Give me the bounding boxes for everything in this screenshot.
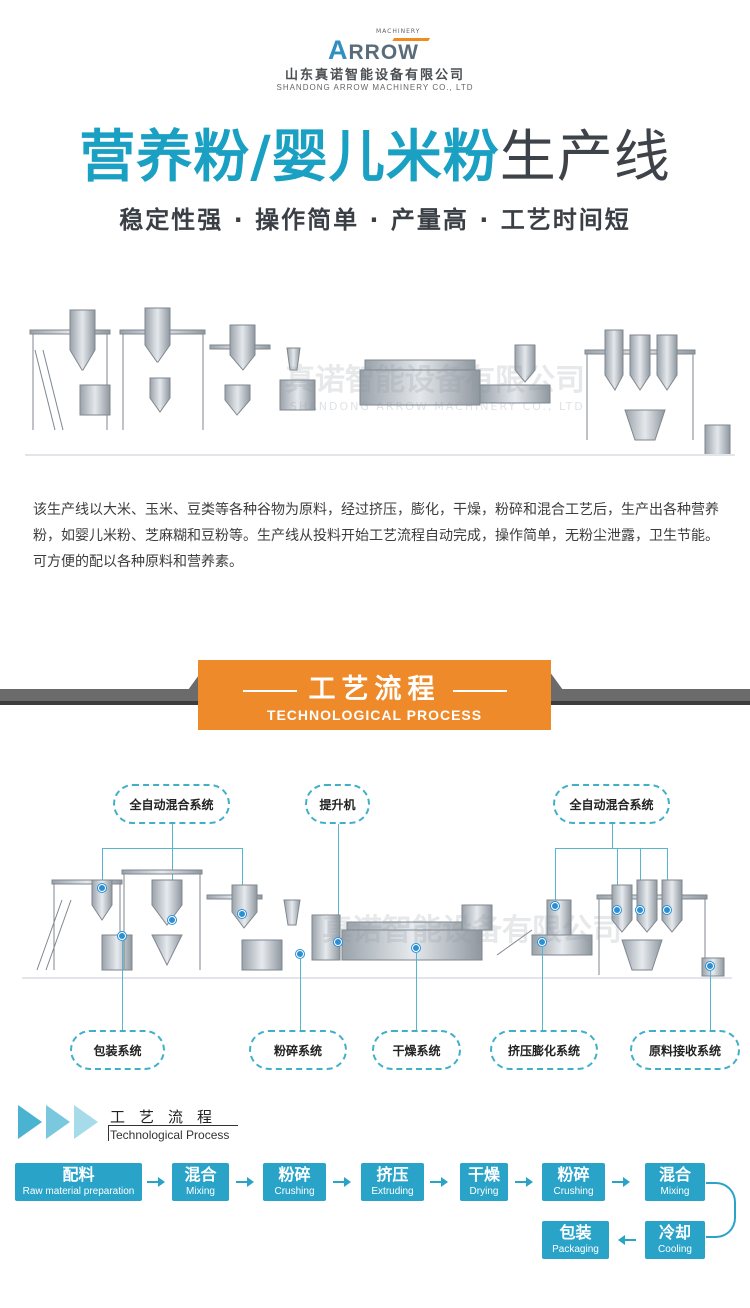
arrow-left-icon	[618, 1235, 636, 1245]
label-crushing-system: 粉碎系统	[249, 1030, 347, 1070]
marker-dot	[613, 906, 621, 914]
chevron-right-icon	[46, 1105, 70, 1139]
page-title: 营养粉/婴儿米粉生产线	[0, 112, 750, 193]
connector	[172, 824, 173, 848]
page-title-highlight: 营养粉/婴儿米粉	[79, 125, 500, 190]
watermark-text: 真诺智能设备有限公司	[285, 363, 585, 398]
marker-dot	[334, 938, 342, 946]
section-banner-subtitle: TECHNOLOGICAL PROCESS	[266, 707, 483, 723]
banner-wing-right	[547, 668, 571, 701]
connector	[242, 848, 243, 914]
label-material-receiving-system: 原料接收系统	[630, 1030, 740, 1070]
flow-title-underline	[108, 1125, 238, 1126]
marker-dot	[296, 950, 304, 958]
connector	[710, 970, 711, 1030]
arrow-right-icon	[612, 1177, 630, 1187]
description-text: 该生产线以大米、玉米、豆类等各种谷物为原料，经过挤压，膨化，干燥，粉碎和混合工艺…	[33, 502, 719, 570]
marker-dot	[168, 916, 176, 924]
company-name-cn: 山东真诺智能设备有限公司	[284, 68, 465, 83]
section-banner-title: 工艺流程	[198, 667, 551, 706]
arrow-right-icon	[515, 1177, 533, 1187]
marker-dot	[412, 944, 420, 952]
chevron-right-icon	[18, 1105, 42, 1139]
logo-brand: ARROW	[328, 35, 419, 65]
page-subtitle: 稳定性强 · 操作简单 · 产量高 · 工艺时间短	[119, 206, 631, 234]
label-extrusion-system: 挤压膨化系统	[490, 1030, 598, 1070]
arrow-right-icon	[430, 1177, 448, 1187]
connector	[122, 940, 123, 1030]
connector	[612, 824, 613, 848]
company-logo: MACHINERY ARROW 山东真诺智能设备有限公司 SHANDONG AR…	[0, 28, 750, 92]
section-banner: 工艺流程 TECHNOLOGICAL PROCESS	[198, 660, 551, 730]
flow-title-rule	[108, 1125, 109, 1141]
connector	[617, 848, 618, 910]
label-elevator: 提升机	[305, 784, 370, 824]
connector	[555, 848, 667, 849]
marker-dot	[551, 902, 559, 910]
flow-title: 工艺流程	[110, 1108, 227, 1126]
label-drying-system: 干燥系统	[372, 1030, 461, 1070]
marker-dot	[706, 962, 714, 970]
arrow-logo-mark: MACHINERY ARROW	[320, 28, 431, 65]
connector	[338, 824, 339, 942]
connector	[542, 946, 543, 1030]
page-title-rest: 生产线	[499, 125, 671, 190]
flow-turn-connector	[706, 1182, 736, 1238]
marker-dot	[538, 938, 546, 946]
watermark-text-en: SHANDONG ARROW MACHINERY CO., LTD	[290, 400, 585, 413]
process-line-illustration: 真诺智能设备有限公司	[22, 869, 732, 979]
connector	[667, 848, 668, 910]
arrow-right-icon	[333, 1177, 351, 1187]
label-auto-mixing-left: 全自动混合系统	[113, 784, 230, 824]
flow-subtitle: Technological Process	[110, 1128, 230, 1142]
watermark-text: 真诺智能设备有限公司	[322, 913, 622, 948]
logo-machinery-text: MACHINERY	[376, 28, 421, 35]
flow-chevrons	[18, 1105, 258, 1145]
arrow-right-icon	[236, 1177, 254, 1187]
marker-dot	[238, 910, 246, 918]
chevron-right-icon	[74, 1105, 98, 1139]
label-packaging-system: 包装系统	[70, 1030, 165, 1070]
marker-dot	[98, 884, 106, 892]
production-line-illustration: 真诺智能设备有限公司 SHANDONG ARROW MACHINERY CO.,…	[25, 307, 735, 456]
label-auto-mixing-right: 全自动混合系统	[553, 784, 670, 824]
connector	[416, 952, 417, 1030]
connector	[555, 848, 556, 906]
connector	[640, 848, 641, 910]
marker-dot	[636, 906, 644, 914]
marker-dot	[663, 906, 671, 914]
company-name-en: SHANDONG ARROW MACHINERY CO., LTD	[276, 83, 474, 92]
connector	[300, 958, 301, 1030]
arrow-right-icon	[147, 1177, 165, 1187]
connector	[102, 848, 103, 888]
logo-swoosh-icon	[385, 38, 431, 52]
marker-dot	[118, 932, 126, 940]
